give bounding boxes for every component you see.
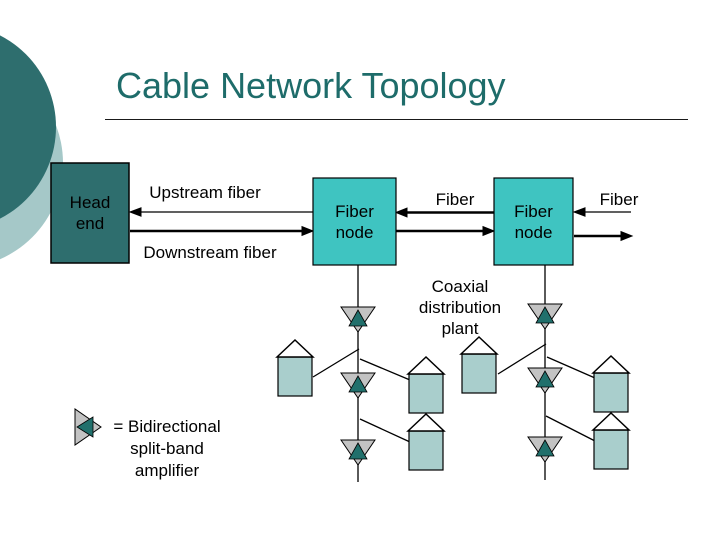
- fiber-link-between-nodes-down: [396, 225, 496, 237]
- drop-line: [546, 356, 596, 379]
- decor-circle-dark: [0, 35, 56, 219]
- subscriber-house-icon: [591, 411, 631, 470]
- page-title: Cable Network Topology: [116, 65, 506, 106]
- roof-icon: [406, 355, 446, 375]
- amplifier-icon: [527, 303, 563, 330]
- upstream-fiber-link: [128, 207, 313, 217]
- legend-line2: split-band: [130, 439, 204, 458]
- subscriber-house-icon: [406, 355, 446, 414]
- head-end-label-line1: Head: [69, 193, 111, 212]
- fiber-link-right-down: [574, 230, 634, 242]
- fiber-label-mid: Fiber: [435, 190, 475, 209]
- arrowhead-right-icon: [301, 225, 315, 237]
- head-end-label-line2: end: [75, 214, 105, 233]
- bidirectional-amplifier-legend-icon: [74, 408, 102, 446]
- fiber-node-right-box: [493, 177, 574, 266]
- legend-line3: amplifier: [134, 461, 200, 480]
- coaxial-distribution-label: Coaxial distribution plant: [405, 276, 515, 339]
- coaxial-line3: plant: [441, 319, 479, 338]
- fiber-label-right: Fiber: [599, 190, 639, 209]
- roof-icon: [591, 411, 631, 431]
- amplifier-icon: [340, 439, 376, 466]
- drop-line: [545, 415, 596, 442]
- subscriber-house-icon: [406, 412, 446, 471]
- legend-text: = Bidirectional split-band amplifier: [101, 416, 233, 482]
- downstream-fiber-link: [130, 225, 315, 237]
- arrowhead-right-icon: [482, 225, 496, 237]
- subscriber-house-icon: [275, 338, 315, 397]
- subscriber-house-icon: [591, 354, 631, 413]
- drop-line: [312, 348, 360, 378]
- roof-icon: [459, 335, 499, 355]
- drop-line: [359, 418, 411, 443]
- drop-line: [497, 343, 547, 375]
- arrowhead-left-icon: [128, 207, 142, 217]
- title-underline: [105, 119, 688, 120]
- subscriber-house-icon: [459, 335, 499, 394]
- fiber-link-between-nodes-up: [394, 207, 494, 218]
- fiber-node-left-label: Fiber node: [313, 178, 396, 265]
- fiber-node-left-line1: Fiber: [335, 201, 374, 221]
- amplifier-icon: [527, 436, 563, 463]
- drop-line: [359, 358, 411, 381]
- fiber-node-left-box: [312, 177, 397, 266]
- fiber-link-right-up: [572, 207, 631, 217]
- coax-tree-left: [312, 265, 411, 482]
- head-end-box: [50, 162, 130, 264]
- fiber-node-right-label: Fiber node: [494, 178, 573, 265]
- coaxial-line2: distribution: [418, 298, 502, 317]
- coax-tree-right: [497, 265, 596, 480]
- legend-line1: = Bidirectional: [113, 417, 221, 436]
- amplifier-icon: [340, 372, 376, 399]
- fiber-node-left-line2: node: [335, 222, 374, 242]
- downstream-fiber-label: Downstream fiber: [143, 243, 277, 262]
- roof-icon: [591, 354, 631, 374]
- roof-icon: [275, 338, 315, 358]
- head-end-label: Head end: [51, 163, 129, 263]
- roof-icon: [406, 412, 446, 432]
- amplifier-icon: [340, 306, 376, 333]
- upstream-fiber-label: Upstream fiber: [149, 183, 261, 202]
- arrowhead-left-icon: [572, 207, 586, 217]
- arrowhead-left-icon: [394, 207, 408, 218]
- coaxial-line1: Coaxial: [431, 277, 489, 296]
- arrowhead-right-icon: [620, 230, 634, 242]
- fiber-node-right-line2: node: [514, 222, 553, 242]
- fiber-node-right-line1: Fiber: [514, 201, 553, 221]
- amplifier-icon: [527, 367, 563, 394]
